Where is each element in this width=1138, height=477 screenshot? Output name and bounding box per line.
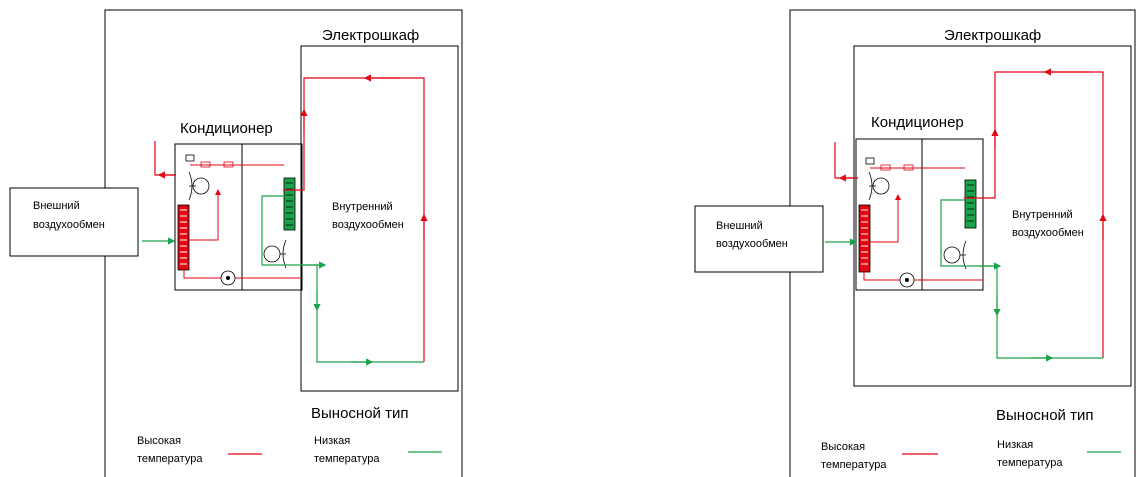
condenser-coil-pattern [861, 209, 868, 265]
condenser-coil [177, 204, 190, 271]
ac-label: Кондиционер [871, 114, 964, 131]
external-label-line2: воздухообмен [716, 238, 788, 250]
refrigerant-line-bottom [183, 270, 301, 279]
type-label: Выносной тип [996, 407, 1093, 424]
refrigerant-line-condenser [189, 189, 221, 241]
compressor-core-icon [226, 276, 230, 280]
internal-label-line1: Внутренний [332, 201, 393, 213]
external-label-line1: Внешний [33, 200, 80, 212]
type-label: Выносной тип [311, 405, 408, 422]
cabinet-box [853, 45, 1132, 387]
expansion-valve-icon [865, 157, 875, 165]
external-exchange-box [9, 187, 139, 257]
outer-fan-blade-icon [868, 171, 876, 201]
ac-unit-box [174, 143, 303, 291]
legend-low-line1: Низкая [314, 435, 350, 447]
internal-label-line2: воздухообмен [332, 219, 404, 231]
legend-high-line2: температура [821, 459, 887, 471]
refrigerant-line-bottom [863, 272, 983, 281]
inner-fan-blade-icon [280, 239, 287, 269]
refrigerant-line-condenser [870, 194, 901, 243]
external-label-line2: воздухообмен [33, 219, 105, 231]
evaporator-coil-pattern [286, 182, 293, 226]
legend-high-line1: Высокая [821, 441, 865, 453]
external-label-line1: Внешний [716, 220, 763, 232]
legend-low-line2: температура [314, 453, 380, 465]
internal-label-line1: Внутренний [1012, 209, 1073, 221]
evaporator-coil-pattern [967, 184, 974, 222]
condenser-coil-pattern [180, 209, 187, 265]
internal-label-line2: воздухообмен [1012, 227, 1084, 239]
ac-label: Кондиционер [180, 120, 273, 137]
legend-low-line1: Низкая [997, 439, 1033, 451]
legend-high-line1: Высокая [137, 435, 181, 447]
expansion-valve-icon [185, 154, 195, 162]
evaporator-coil [283, 177, 296, 231]
cold-air-supply-path [261, 195, 424, 363]
external-air-out-arrow [834, 142, 858, 179]
evaporator-coil [964, 179, 977, 229]
diagram-right: Электрошкаф Внешний воздухообмен Кондици… [694, 9, 1136, 477]
legend-high-line2: температура [137, 453, 203, 465]
ac-unit-box [855, 138, 984, 291]
inner-fan-motor-icon [943, 246, 961, 264]
hot-air-return-path [964, 71, 1104, 358]
cabinet-label: Электрошкаф [944, 27, 1041, 44]
legend-low-line2: температура [997, 457, 1063, 469]
compressor-core-icon [905, 278, 909, 282]
inner-fan-motor-icon [263, 245, 281, 263]
cabinet-label: Электрошкаф [322, 27, 419, 44]
condenser-coil [858, 204, 871, 273]
outer-fan-blade-icon [188, 171, 196, 201]
external-exchange-box [694, 205, 824, 273]
cold-air-supply-path [940, 199, 1103, 359]
inner-fan-blade-icon [960, 240, 967, 270]
cabinet-box [300, 45, 459, 392]
external-air-out-arrow [154, 141, 176, 176]
hot-air-return-path [283, 77, 425, 362]
diagram-left: Электрошкаф Внешний воздухообмен Кондици… [9, 9, 463, 477]
